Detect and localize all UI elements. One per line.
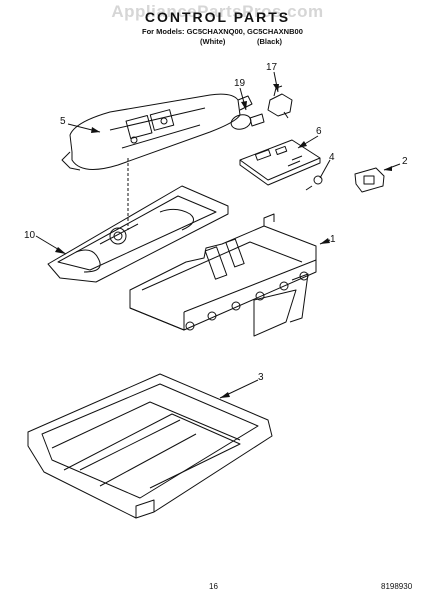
callout-4: 4 bbox=[329, 152, 335, 163]
page-title: CONTROL PARTS bbox=[144, 9, 291, 25]
variant-black: (Black) bbox=[257, 37, 283, 46]
callout-3: 3 bbox=[258, 372, 264, 383]
part-4-screw bbox=[305, 175, 323, 191]
variant-white: (White) bbox=[200, 37, 226, 46]
models-line: For Models: GC5CHAXNQ00, GC5CHAXNB00 bbox=[142, 27, 303, 36]
part-5-light-cover bbox=[61, 93, 253, 230]
callout-2: 2 bbox=[402, 156, 408, 167]
watermark: AppliancePartsPros.com bbox=[111, 2, 324, 21]
part-2-switch bbox=[354, 167, 385, 193]
leader-lines bbox=[35, 71, 401, 399]
callout-5: 5 bbox=[60, 116, 66, 127]
part-10-bracket bbox=[47, 185, 229, 283]
callout-17: 17 bbox=[266, 62, 278, 73]
leader-arrowheads bbox=[55, 84, 392, 398]
part-17-socket bbox=[267, 85, 293, 119]
document-number: 8198930 bbox=[381, 582, 413, 591]
part-6-control-board bbox=[239, 139, 321, 186]
callout-10: 10 bbox=[24, 230, 36, 241]
part-3-frame bbox=[27, 373, 273, 519]
callout-1: 1 bbox=[330, 234, 336, 245]
page-number: 16 bbox=[209, 582, 218, 591]
callout-19: 19 bbox=[234, 78, 246, 89]
part-1-control-housing bbox=[129, 213, 317, 337]
part-19-bulb bbox=[230, 113, 265, 130]
callout-6: 6 bbox=[316, 126, 322, 137]
